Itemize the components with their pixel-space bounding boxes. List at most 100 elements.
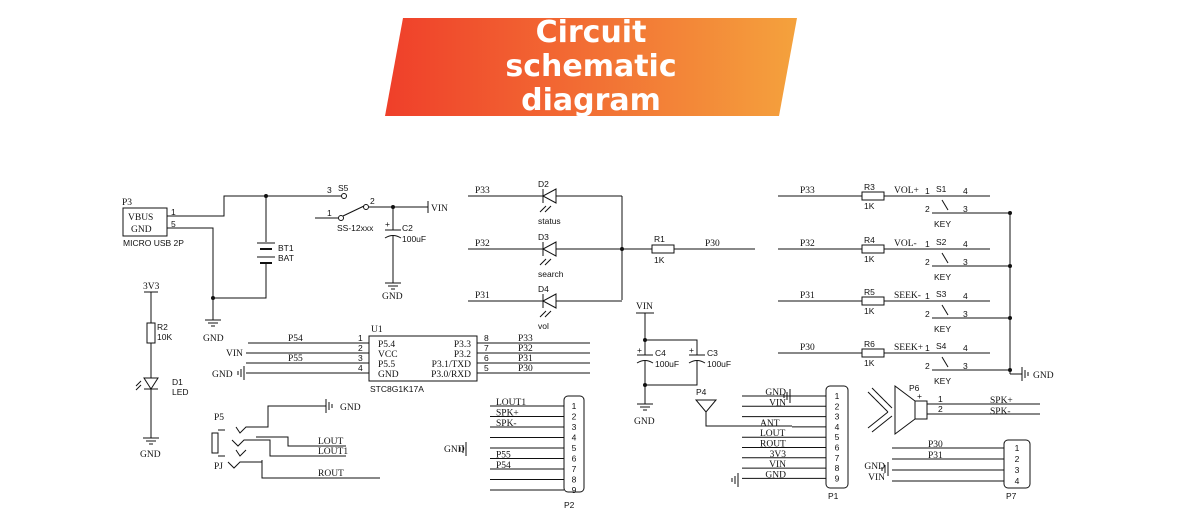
c3-ref: C3 [707, 348, 718, 358]
svg-text:+: + [689, 345, 694, 355]
capacitor-c3: + C3 100uF [688, 345, 731, 369]
key-net-p30: P30 [800, 343, 815, 353]
s5-pin1: 1 [327, 208, 332, 218]
p2-pin-4: 4 [572, 433, 577, 443]
p2-net-2: SPK+ [496, 409, 519, 419]
svg-text:+: + [385, 219, 390, 229]
key-function: SEEK- [894, 291, 921, 301]
key-pin-1: 1 [925, 239, 930, 249]
key-r-ref: R3 [864, 182, 875, 192]
key-pin-2: 2 [925, 257, 930, 267]
key-r-value: 1K [864, 358, 875, 368]
s5-value: SS-12xxx [337, 223, 374, 233]
p3-vbus: VBUS [128, 213, 153, 223]
d2-label: status [538, 216, 561, 226]
key-r-value: 1K [864, 254, 875, 264]
svg-text:+: + [637, 345, 642, 355]
d3-label: search [538, 269, 564, 279]
key-r-ref: R5 [864, 287, 875, 297]
resistor-r2: R2 10K [146, 322, 172, 344]
s5-pin3: 3 [327, 185, 332, 195]
p7-net-4: VIN [868, 473, 885, 483]
title-banner: Circuit schematic diagram [385, 18, 797, 116]
key-label: KEY [934, 219, 951, 229]
p1-net-8: VIN [769, 460, 786, 470]
banner-title: Circuit schematic diagram [505, 15, 677, 118]
key-pin-1: 1 [925, 291, 930, 301]
key-switch-ref: S2 [936, 237, 947, 247]
p1-net-2: VIN [769, 398, 786, 408]
key-label: KEY [934, 376, 951, 386]
u1-lpin-3: P5.5 [378, 360, 395, 370]
gnd-label-d1: GND [140, 450, 161, 460]
bt1-ref: BT1 [278, 243, 294, 253]
c4-ref: C4 [655, 348, 666, 358]
p3-name: MICRO USB 2P [123, 238, 184, 248]
status-leds: P33 P32 P31 D2 D3 D4 status search vol [468, 179, 622, 331]
p7-net-3: GND [864, 462, 885, 472]
resistor-r1: R1 1K [651, 234, 675, 265]
p1-pin-4: 4 [835, 422, 840, 432]
pj-net-lout: LOUT [318, 437, 344, 447]
key-function: VOL- [894, 239, 917, 249]
key-pin-1: 1 [925, 343, 930, 353]
led-net-p32: P32 [475, 239, 490, 249]
p1-net-5: LOUT [760, 429, 786, 439]
gnd-label-caps: GND [634, 417, 655, 427]
vin-label-top: VIN [431, 204, 448, 214]
s5-pin2: 2 [370, 196, 375, 206]
u1-net-vin: VIN [226, 349, 243, 359]
u1-net-p55: P55 [288, 354, 303, 364]
pj-ref-p5: P5 [214, 413, 224, 423]
p2-pin-5: 5 [572, 443, 577, 453]
bt1-value: BAT [278, 253, 294, 263]
pj-net-rout: ROUT [318, 469, 344, 479]
u1-net-p32: P32 [518, 344, 533, 354]
p3-pin-1: 1 [171, 207, 176, 217]
key-pin-4: 4 [963, 343, 968, 353]
d4-ref: D4 [538, 284, 549, 294]
u1-lnum-4: 4 [358, 363, 363, 373]
key-function: VOL+ [894, 186, 919, 196]
p7-pin-2: 2 [1015, 454, 1020, 464]
r2-value: 10K [157, 332, 172, 342]
u1-ref: U1 [371, 325, 383, 335]
p6-pin1: 1 [938, 394, 943, 404]
gnd-label-bat: GND [203, 334, 224, 344]
key-r-ref: R6 [864, 339, 875, 349]
led-d4 [468, 293, 622, 318]
p3-gnd: GND [131, 225, 152, 235]
p6-ref: P6 [909, 383, 920, 393]
r1-ref: R1 [654, 234, 665, 244]
r1-value: 1K [654, 255, 665, 265]
p1-net-6: ROUT [760, 440, 786, 450]
c3-value: 100uF [707, 359, 731, 369]
mcu-u1: U1 P5.4 VCC P5.5 GND P3.3 P3.2 P3.1/TXD … [358, 325, 489, 394]
p1-net-1: GND [765, 388, 786, 398]
p3-ref: P3 [122, 198, 132, 208]
p2-net-1: LOUT1 [496, 398, 526, 408]
key-label: KEY [934, 272, 951, 282]
pj-net-lout1: LOUT1 [318, 447, 348, 457]
key-r-value: 1K [864, 201, 875, 211]
s5-ref: S5 [338, 183, 349, 193]
p2-pin-1: 1 [572, 401, 577, 411]
p1-net-4: ANT [760, 419, 780, 429]
headphone-jack-pj: P5 PJ [211, 405, 380, 479]
p2-net-7: P54 [496, 461, 511, 471]
p1-pin-3: 3 [835, 412, 840, 422]
led-net-p33: P33 [475, 186, 490, 196]
capacitor-c2: + C2 100uF [384, 207, 426, 283]
key-pin-3: 3 [963, 309, 968, 319]
c2-ref: C2 [402, 223, 413, 233]
p7-net-2: P31 [928, 451, 943, 461]
u1-lnum-1: 1 [358, 333, 363, 343]
p2-pin-8: 8 [572, 475, 577, 485]
key-pin-3: 3 [963, 204, 968, 214]
led-d3 [468, 241, 622, 266]
capacitor-c4: + C4 100uF [636, 345, 679, 369]
